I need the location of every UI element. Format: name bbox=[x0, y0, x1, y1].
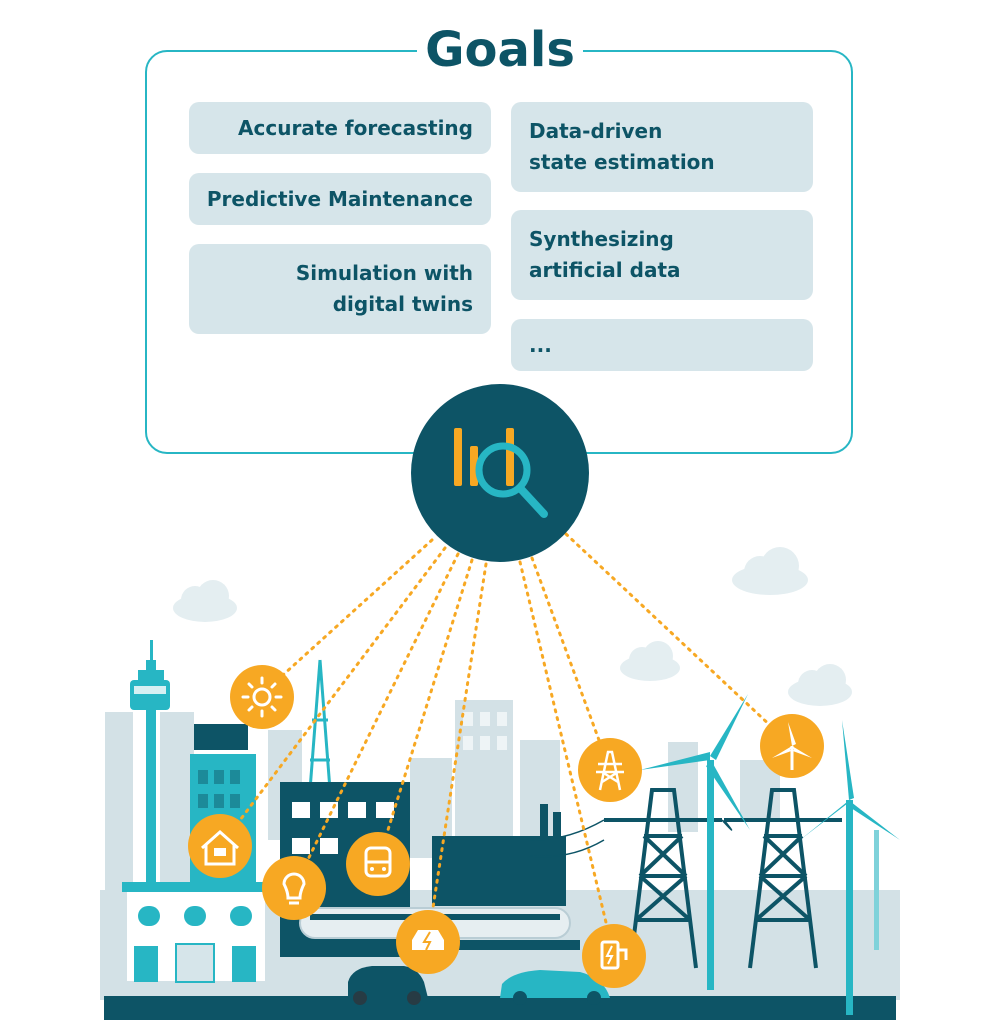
light-bulb-icon bbox=[262, 856, 326, 920]
sun-icon bbox=[230, 665, 294, 729]
train-icon bbox=[346, 832, 410, 896]
power-pylons bbox=[604, 788, 842, 969]
skyline-windows bbox=[463, 712, 507, 750]
power-pylon-icon bbox=[578, 738, 642, 802]
goal-data-driven-state-estimation: Data-driven state estimation bbox=[511, 102, 813, 192]
wind-turbines bbox=[640, 694, 900, 1015]
bar-chart-magnifier-icon bbox=[411, 384, 589, 562]
goal-predictive-maintenance: Predictive Maintenance bbox=[189, 173, 491, 225]
clouds bbox=[173, 547, 852, 706]
observation-tower bbox=[130, 640, 170, 890]
electric-car-icon bbox=[396, 910, 460, 974]
goal-more: ... bbox=[511, 319, 813, 371]
factory bbox=[432, 804, 566, 906]
shop-building bbox=[122, 882, 270, 983]
goal-simulation-digital-twins: Simulation with digital twins bbox=[189, 244, 491, 334]
goals-title: Goals bbox=[417, 18, 583, 82]
radio-mast bbox=[308, 659, 332, 791]
goal-accurate-forecasting: Accurate forecasting bbox=[189, 102, 491, 154]
connector-lines bbox=[220, 532, 792, 958]
cars bbox=[348, 966, 610, 1005]
goal-synthesizing-artificial-data: Synthesizing artificial data bbox=[511, 210, 813, 300]
road bbox=[104, 996, 896, 1020]
power-lines bbox=[519, 819, 733, 858]
charging-station-icon bbox=[582, 924, 646, 988]
house-plug-icon bbox=[188, 814, 252, 878]
wind-turbine-icon bbox=[760, 714, 824, 778]
